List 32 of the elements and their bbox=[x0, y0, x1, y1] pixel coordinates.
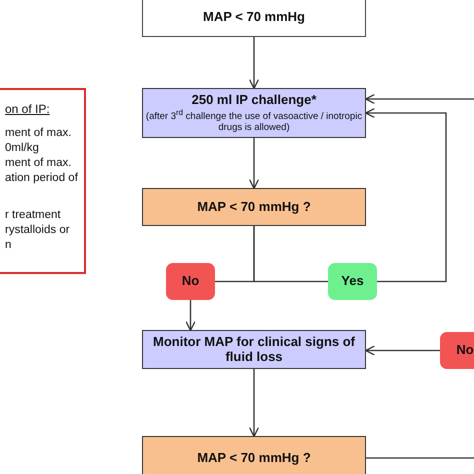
note-text: r treatment bbox=[5, 208, 61, 223]
note-text: 0ml/kg bbox=[5, 140, 39, 156]
box-title: MAP < 70 mmHg bbox=[203, 10, 305, 25]
arrow bbox=[185, 300, 196, 332]
box-title: 250 ml IP challenge* bbox=[192, 92, 316, 108]
arrow bbox=[364, 108, 447, 282]
process-box bbox=[142, 0, 366, 37]
process-box bbox=[142, 330, 366, 369]
note-text: n bbox=[5, 238, 12, 253]
arrow bbox=[248, 369, 260, 438]
box-title: Yes bbox=[341, 274, 364, 289]
box-title: MAP < 70 mmHg ? bbox=[197, 450, 311, 466]
box-title: MAP < 70 mmHg ? bbox=[197, 200, 311, 214]
box-title: No bbox=[456, 343, 474, 358]
note-box bbox=[0, 88, 86, 274]
box-title: Monitor MAP for clinical signs of fluid loss bbox=[152, 334, 356, 364]
decision-box bbox=[142, 436, 366, 474]
decision-box bbox=[142, 188, 366, 226]
answer-box bbox=[328, 263, 377, 300]
answer-box bbox=[166, 263, 215, 300]
note-heading: on of IP: bbox=[5, 102, 50, 116]
box-title: No bbox=[182, 274, 200, 289]
process-box bbox=[142, 88, 366, 138]
note-text: ment of max. bbox=[5, 126, 72, 141]
note-text: rystalloids or bbox=[5, 222, 70, 238]
note-text: ment of max. bbox=[5, 156, 72, 171]
arrow bbox=[248, 138, 260, 190]
arrow bbox=[364, 345, 440, 356]
box-subtitle: (after 3$^{rd}$ challenge the use of vasoactive / inotropic drugs is allowed) bbox=[144, 108, 364, 134]
arrow bbox=[248, 37, 260, 90]
note-text: ation period of bbox=[5, 170, 78, 186]
arrow bbox=[364, 94, 474, 104]
